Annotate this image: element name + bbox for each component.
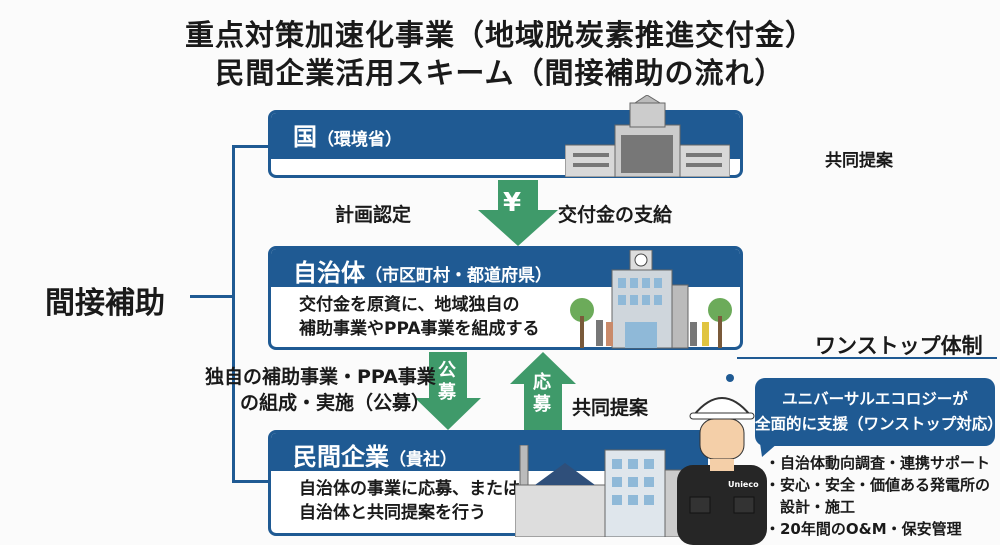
support-item: ・安心・安全・価値ある発電所の xyxy=(765,476,991,494)
company-name: 民間企業 xyxy=(293,443,389,471)
connector xyxy=(232,145,270,148)
program-desc-2: の組成・実施（公募） xyxy=(240,392,431,414)
down-arrow-grant xyxy=(478,180,558,246)
call-label: 公募 xyxy=(438,360,456,403)
program-desc-1: 独自の補助事業・PPA事業 xyxy=(205,366,436,388)
city-hall-icon xyxy=(570,250,732,349)
worker-illustration: Unieco xyxy=(677,397,767,545)
title-line-1: 重点対策加速化事業（地域脱炭素推進交付金） xyxy=(184,18,815,52)
up-arrow-apply xyxy=(510,352,576,430)
support-item: 設計・施工 xyxy=(765,498,856,516)
onestop-heading: ワンストップ体制 xyxy=(815,334,983,358)
down-arrow-call xyxy=(415,352,481,430)
joint-proposal-top-label: 共同提案 xyxy=(825,151,893,171)
bubble-line-1: ユニバーサルエコロジーが xyxy=(782,390,968,408)
title-line-2: 民間企業活用スキーム（間接補助の流れ） xyxy=(215,56,785,90)
company-desc-1: 自治体の事業に応募、または xyxy=(299,479,520,499)
national-name: 国 xyxy=(293,123,317,151)
support-item: ・自治体動向調査・連携サポート xyxy=(765,454,991,472)
worker-logo-text: Unieco xyxy=(728,480,759,489)
grant-payment-label: 交付金の支給 xyxy=(558,204,673,226)
municipality-desc-1: 交付金を原資に、地域独自の xyxy=(299,295,520,315)
connector xyxy=(232,480,270,483)
connector xyxy=(190,295,234,298)
indirect-subsidy-label: 間接補助 xyxy=(45,286,165,321)
support-speech-bubble: ユニバーサルエコロジーが 全面的に支援（ワンストップ対応） xyxy=(755,378,1000,446)
apply-label: 応募 xyxy=(533,372,551,415)
plan-approval-label: 計画認定 xyxy=(335,204,412,226)
support-item: ・20年間のO&M・保安管理 xyxy=(765,520,962,538)
support-list: ・自治体動向調査・連携サポート ・安心・安全・価値ある発電所の 設計・施工 ・2… xyxy=(765,452,990,540)
company-sub: （貴社） xyxy=(389,450,457,470)
bubble-line-2: 全面的に支援（ワンストップ対応） xyxy=(755,415,1000,433)
municipality-desc-2: 補助事業やPPA事業を組成する xyxy=(299,319,540,339)
municipality-sub: （市区町村・都道府県） xyxy=(365,266,552,286)
onestop-underline xyxy=(737,357,997,359)
municipality-name: 自治体 xyxy=(293,259,365,287)
pointer-dot xyxy=(726,374,734,382)
parliament-building-icon xyxy=(565,95,730,177)
bracket-line xyxy=(232,145,235,483)
national-sub: （環境省） xyxy=(317,130,402,150)
company-desc-2: 自治体と共同提案を行う xyxy=(299,503,486,523)
yen-icon: ¥ xyxy=(503,188,522,218)
bubble-tail xyxy=(760,443,778,457)
joint-proposal-label: 共同提案 xyxy=(572,397,649,419)
